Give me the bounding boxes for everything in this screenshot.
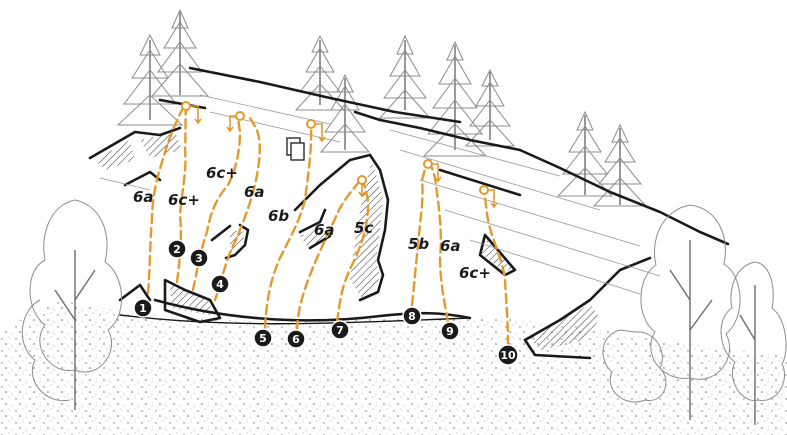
route-number-marker[interactable]: 9 — [441, 322, 459, 340]
route-number-marker[interactable]: 3 — [190, 249, 208, 267]
route-number-marker[interactable]: 7 — [331, 321, 349, 339]
route-number-marker[interactable]: 4 — [211, 275, 229, 293]
lower-off-arrow-icon — [488, 190, 497, 207]
route-number-marker[interactable]: 6 — [287, 330, 305, 348]
anchor-icon — [424, 160, 432, 168]
route-number-marker[interactable]: 5 — [254, 329, 272, 347]
grade-label: 5b — [408, 235, 429, 253]
route-number-marker[interactable]: 8 — [403, 307, 421, 325]
grade-label: 6c+ — [206, 164, 238, 182]
grade-label: 6b — [268, 207, 289, 225]
anchor-icon — [182, 102, 190, 110]
anchor-icon — [307, 120, 315, 128]
grade-label: 6a — [133, 188, 154, 206]
grade-label: 6a — [440, 237, 461, 255]
route-number: 2 — [173, 243, 181, 256]
lower-off-arrow-icon — [432, 164, 441, 181]
grade-label: 5c — [354, 219, 373, 237]
route-number: 7 — [336, 324, 344, 337]
route-number: 3 — [195, 252, 203, 265]
anchor-icon — [480, 186, 488, 194]
scree-ground — [0, 300, 787, 435]
route-line[interactable] — [215, 118, 260, 300]
lower-off-arrow-icon — [315, 124, 325, 141]
anchor-icon — [358, 176, 366, 184]
route-number: 6 — [292, 333, 300, 346]
route-number: 1 — [139, 302, 147, 315]
grade-labels: 6a 6c+ 6c+ 6a 6b 6a 5c 5b 6a 6c+ — [133, 164, 491, 282]
route-number: 10 — [500, 349, 516, 362]
conifer-tree — [424, 42, 486, 156]
anchor-icon — [236, 112, 244, 120]
route-number-marker[interactable]: 1 — [134, 299, 152, 317]
route-number: 9 — [446, 325, 454, 338]
grade-label: 6a — [314, 221, 335, 239]
route-number: 4 — [216, 278, 224, 291]
lower-off-arrow-icon — [227, 116, 236, 131]
grade-label: 6c+ — [168, 191, 200, 209]
lower-off-arrow-icon — [190, 106, 201, 123]
grade-label: 6c+ — [459, 264, 491, 282]
route-number-marker[interactable]: 2 — [168, 240, 186, 258]
anchors — [182, 102, 497, 207]
grade-label: 6a — [244, 183, 265, 201]
route-number: 8 — [408, 310, 416, 323]
conifer-tree — [558, 112, 612, 196]
route-number: 5 — [259, 332, 267, 345]
route-line[interactable] — [297, 180, 360, 330]
route-number-marker[interactable]: 10 — [498, 345, 518, 365]
book-pages-icon — [287, 138, 304, 160]
conifer-tree — [380, 36, 430, 118]
conifer-tree — [594, 125, 646, 206]
